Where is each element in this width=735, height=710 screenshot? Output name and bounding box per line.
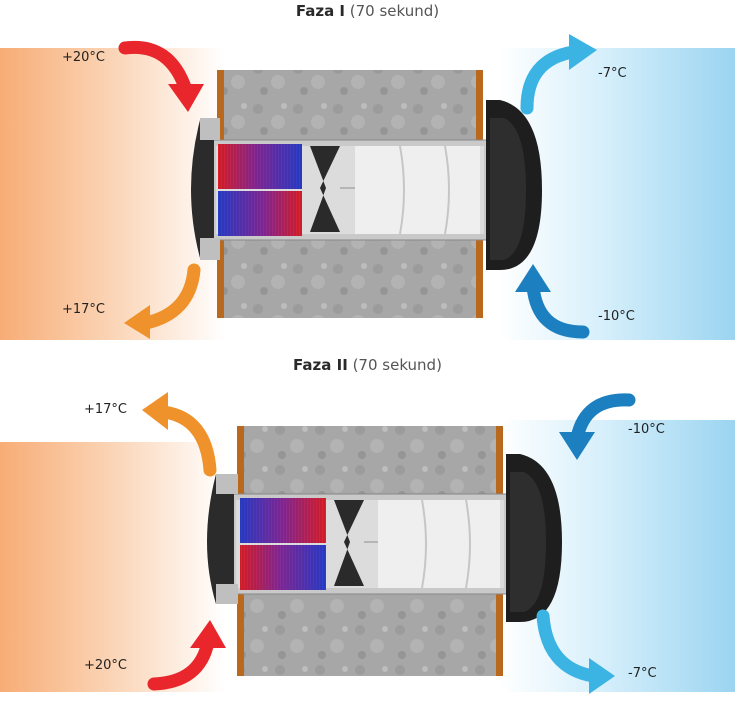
fan <box>334 500 364 586</box>
temp-indoor-out: +17°C <box>84 402 128 417</box>
phase-1-title: Faza I (70 sekund) <box>0 2 735 20</box>
phase-1-title-duration: (70 sekund) <box>349 2 440 20</box>
arrow-outdoor-out <box>520 34 597 115</box>
temp-outdoor-out: -7°C <box>598 66 627 81</box>
arrow-outdoor-in <box>559 393 636 460</box>
arrow-outdoor-in <box>515 264 590 339</box>
temp-indoor-in: +20°C <box>62 50 106 65</box>
temp-outdoor-in: -10°C <box>598 309 635 324</box>
phase-2-title: Faza II (70 sekund) <box>0 356 735 374</box>
phase-1-title-bold: Faza I <box>295 2 345 20</box>
indoor-cover <box>191 120 214 258</box>
phase-1-section: Faza I (70 sekund) <box>0 0 735 350</box>
arrow-outdoor-out <box>536 609 615 694</box>
temp-outdoor-out: -7°C <box>628 666 657 681</box>
indoor-cover <box>207 474 234 604</box>
fan <box>310 146 340 232</box>
temp-indoor-in: +20°C <box>84 658 128 673</box>
arrow-indoor-out <box>124 263 201 339</box>
arrow-indoor-out <box>142 392 217 477</box>
phase-2-title-duration: (70 sekund) <box>352 356 442 374</box>
ventilator-cross-section <box>191 70 542 318</box>
arrow-indoor-in <box>147 620 226 691</box>
temp-outdoor-in: -10°C <box>628 422 665 437</box>
arrow-indoor-in <box>118 40 204 112</box>
indoor-warm-zone <box>0 442 225 692</box>
temp-indoor-out: +17°C <box>62 302 106 317</box>
phase-2-section: Faza II (70 sekund) <box>0 350 735 710</box>
phase-2-title-bold: Faza II <box>293 356 348 374</box>
ventilator-cross-section <box>207 426 562 676</box>
